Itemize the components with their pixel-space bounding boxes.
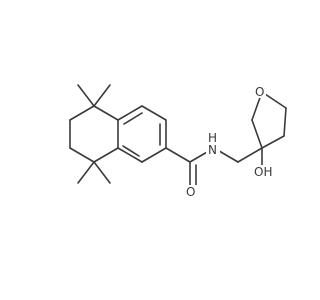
bond	[117, 105, 143, 121]
bond	[165, 147, 191, 163]
bond	[69, 147, 95, 163]
structure-diagram: O N H O OH	[69, 84, 287, 199]
bond	[93, 147, 119, 163]
hydroxyl-label: OH	[254, 165, 272, 179]
ring-oxygen-label: O	[255, 85, 264, 99]
atom-labels: O N H O OH	[185, 84, 276, 199]
carbonyl-oxygen-label: O	[186, 185, 195, 199]
bond	[69, 105, 95, 121]
bonds	[69, 84, 287, 191]
bond	[93, 161, 111, 184]
bond	[77, 84, 95, 107]
bond	[261, 135, 285, 149]
bond	[123, 112, 143, 125]
bond	[237, 147, 263, 163]
bond	[122, 145, 140, 157]
molecule-canvas: O N H O OH	[69, 84, 287, 199]
bond	[141, 147, 167, 163]
bond	[141, 105, 167, 121]
bond	[93, 84, 111, 107]
bond	[77, 161, 95, 184]
bond	[251, 119, 263, 149]
amide-hydrogen-label: H	[208, 131, 217, 145]
bond	[117, 147, 143, 163]
bond	[93, 105, 119, 121]
amide-nitrogen-label: N	[208, 143, 217, 157]
bond	[283, 107, 287, 137]
